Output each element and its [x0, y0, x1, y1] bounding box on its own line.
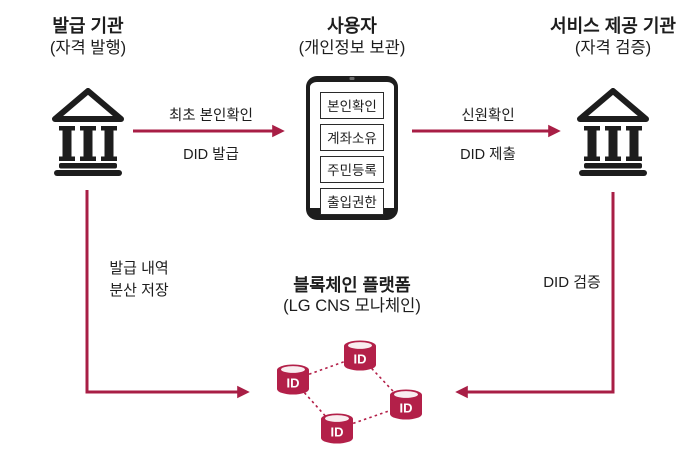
store-flow-line1: 발급 내역 — [109, 260, 169, 277]
cylinder-body — [321, 419, 353, 444]
cylinder-id-label: ID — [400, 401, 413, 416]
bank-columns — [54, 126, 122, 176]
blockchain-node-bottom: ID — [321, 413, 353, 444]
credential-chip-account: 계좌소유 — [320, 124, 384, 151]
cylinder-highlight — [348, 342, 372, 349]
blockchain-subtitle: (LG CNS 모나체인) — [283, 297, 421, 316]
verify-flow-label: DID 검증 — [543, 274, 601, 291]
credential-chip-access: 출입권한 — [320, 188, 384, 215]
cylinder-id-label: ID — [354, 352, 367, 367]
issuer-title: 발급 기관 — [52, 16, 124, 36]
verifier-header: 서비스 제공 기관 (자격 검증) — [513, 15, 700, 59]
credential-chip-resident: 주민등록 — [320, 156, 384, 183]
user-phone: 본인확인 계좌소유 주민등록 출입권한 — [306, 76, 398, 220]
present-flow-label-top: 신원확인 — [461, 108, 515, 124]
bank-pediment — [52, 88, 124, 122]
issuer-header: 발급 기관 (자격 발행) — [8, 15, 168, 59]
issuer-subtitle: (자격 발행) — [49, 39, 127, 58]
cylinder-highlight — [394, 391, 418, 398]
blockchain-header: 블록체인 플랫폼 (LG CNS 모나체인) — [227, 274, 477, 318]
bank-pediment — [577, 88, 649, 122]
blockchain-title: 블록체인 플랫폼 — [293, 275, 411, 295]
cylinder-body — [277, 370, 309, 395]
cylinder-highlight — [281, 366, 305, 373]
verifier-title: 서비스 제공 기관 — [550, 16, 676, 36]
blockchain-node-right: ID — [390, 389, 422, 420]
blockchain-node-top: ID — [344, 340, 376, 371]
cylinder-id-label: ID — [331, 425, 344, 440]
issue-flow-label-bottom: DID 발급 — [183, 147, 239, 163]
store-flow-line2: 분산 저장 — [109, 281, 169, 299]
user-title: 사용자 — [327, 16, 377, 36]
user-header: 사용자 (개인정보 보관) — [252, 15, 452, 59]
store-flow-label: 발급 내역 분산 저장 — [98, 258, 180, 302]
issue-flow-label-top: 최초 본인확인 — [168, 108, 254, 124]
user-subtitle: (개인정보 보관) — [298, 39, 406, 58]
cylinder-body — [390, 395, 422, 420]
blockchain-node-left: ID — [277, 364, 309, 395]
present-flow-label-bottom: DID 제출 — [460, 147, 516, 163]
cylinder-body — [344, 346, 376, 371]
bank-icon-issuer — [52, 88, 124, 176]
phone-camera-dot — [349, 77, 355, 80]
credential-chip-identity: 본인확인 — [320, 92, 384, 119]
bank-icon-verifier — [577, 88, 649, 176]
verifier-subtitle: (자격 검증) — [574, 39, 652, 58]
bank-columns — [579, 126, 647, 176]
cylinder-id-label: ID — [287, 376, 300, 391]
cylinder-highlight — [325, 415, 349, 422]
